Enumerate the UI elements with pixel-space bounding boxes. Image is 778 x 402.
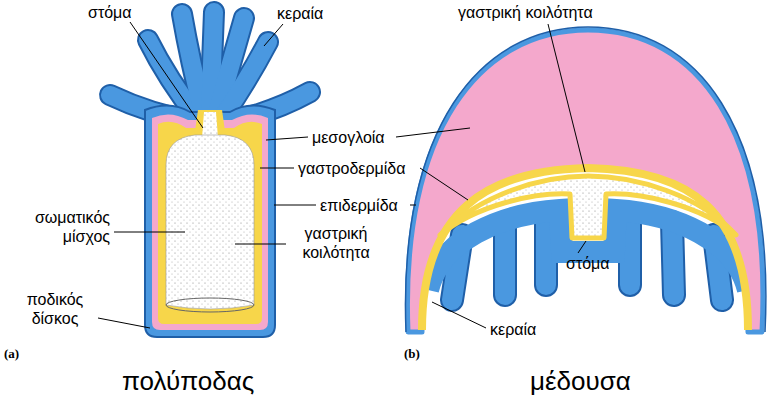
part-label: γαστροδερμίδα (298, 159, 406, 178)
part-label: γαστρική κοιλότητα (288, 224, 384, 262)
medusa-bell-edge (405, 27, 765, 332)
leader-lines (98, 22, 586, 328)
polyp-epidermis (145, 105, 275, 337)
part-label: κεραία (277, 4, 323, 23)
part-label: κεραία (490, 320, 536, 339)
panel-title: μέδουσα (530, 366, 631, 397)
part-label: στόμα (566, 254, 610, 273)
part-label: επιδερμίδα (320, 196, 398, 215)
part-label: μεσογλοία (312, 128, 385, 147)
panel-letter: (b) (404, 346, 420, 362)
polyp-gastrodermis (158, 122, 262, 324)
panel-title: πολύποδας (122, 366, 254, 397)
polyp-mouth-opening (202, 112, 218, 138)
medusa-gastrodermis (422, 168, 748, 330)
medusa-gastric-cavity (440, 176, 736, 238)
polyp-tentacles (110, 12, 310, 122)
medusa-bell (407, 30, 762, 332)
panel-letter: (a) (4, 346, 19, 362)
polyp-gastric-cavity (166, 135, 254, 309)
part-label: σωματικός μίσχος (2, 208, 110, 246)
part-label: γαστρική κοιλότητα (458, 3, 593, 22)
polyp-mesoglea (152, 114, 268, 330)
polyp-cavity-floor (166, 298, 254, 312)
part-label: στόμα (88, 3, 132, 22)
polyp-mouth (194, 110, 226, 138)
part-label: ποδικός δίσκος (8, 290, 102, 328)
